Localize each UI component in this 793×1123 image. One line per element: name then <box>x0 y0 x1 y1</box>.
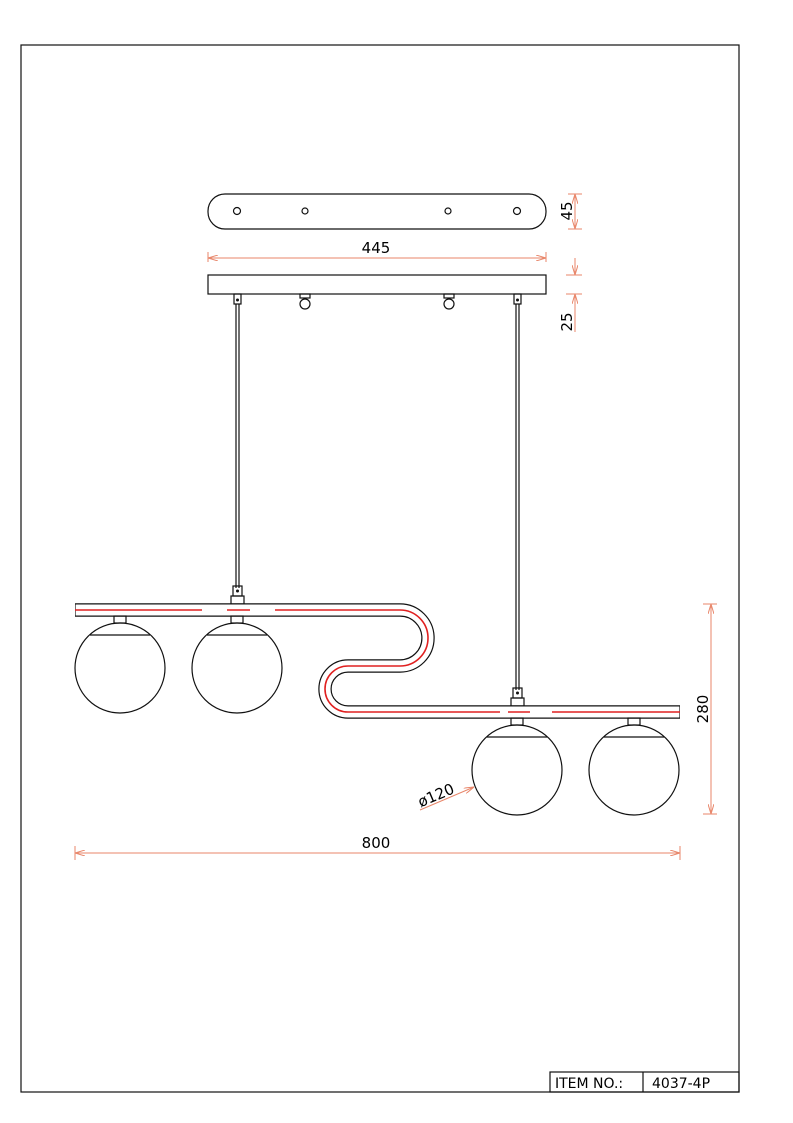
title-block: ITEM NO.: 4037-4P <box>549 1071 740 1093</box>
globe-2 <box>191 615 283 714</box>
suspension-rods <box>230 304 525 707</box>
dimension-overall-height: 280 <box>694 603 717 815</box>
globe-1 <box>74 615 166 714</box>
dimension-overall-length: 800 <box>74 834 681 860</box>
svg-text:280: 280 <box>694 695 712 724</box>
dimension-canopy-height: 25 <box>558 258 582 332</box>
globe-3 <box>471 717 563 816</box>
dimension-globe-diameter: ø120 <box>415 780 474 811</box>
item-number-value: 4037-4P <box>652 1076 710 1092</box>
item-number-label: ITEM NO.: <box>555 1076 623 1092</box>
dimension-canopy-depth: 45 <box>558 193 582 230</box>
drawing-border <box>20 44 740 1093</box>
svg-text:445: 445 <box>362 239 391 257</box>
globe-lights <box>74 615 680 816</box>
svg-text:25: 25 <box>558 312 576 331</box>
svg-text:ø120: ø120 <box>415 780 457 811</box>
svg-text:800: 800 <box>362 834 391 852</box>
canopy-top-view <box>207 193 547 230</box>
dimension-canopy-length: 445 <box>207 239 547 262</box>
globe-4 <box>588 717 680 816</box>
s-shaped-bar <box>75 603 680 719</box>
svg-text:45: 45 <box>558 201 576 220</box>
canopy-side-view <box>207 274 547 310</box>
